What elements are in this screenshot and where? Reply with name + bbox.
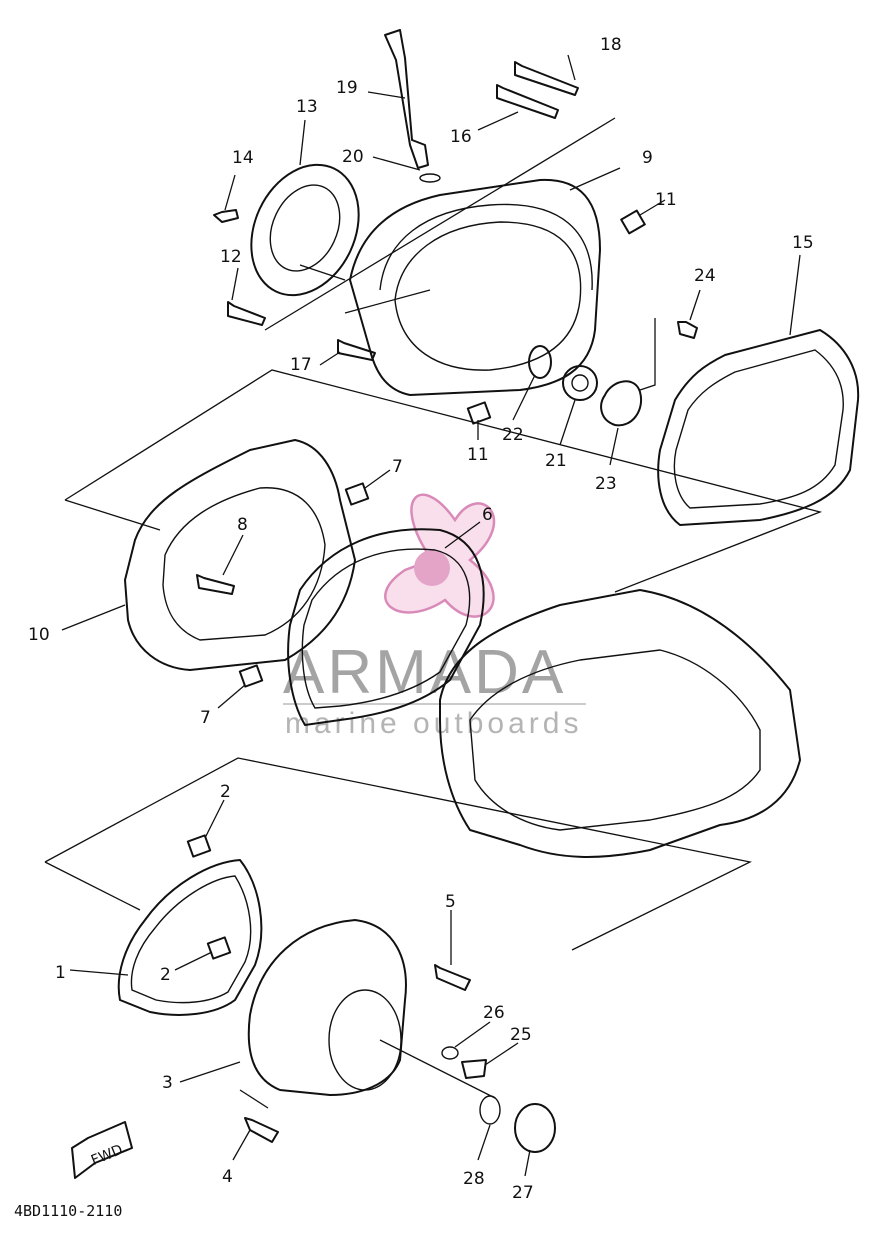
callout-24: 24	[694, 266, 716, 286]
callout-16: 16	[450, 127, 472, 147]
callout-2a: 2	[220, 782, 231, 802]
callout-7a: 7	[392, 457, 403, 477]
oring-part-20	[419, 173, 441, 183]
cover-part-3	[247, 919, 407, 1096]
bolt-part-14	[213, 209, 239, 223]
callouts: 1 2 2 3 4 5 6 7 7 8 9 10 11 11 12 13 14 …	[28, 35, 814, 1203]
dowel-part-7-bottom	[238, 664, 264, 688]
bolt-part-17	[337, 339, 376, 361]
group-outline-middle	[64, 369, 823, 593]
bolt-part-12	[227, 301, 266, 326]
plate-part-13-inner	[269, 184, 341, 272]
housing-part-10	[124, 439, 356, 671]
callout-6: 6	[482, 505, 493, 525]
watermark-tagline: marine outboards	[285, 707, 582, 740]
fwd-arrow-icon: FWD	[71, 1121, 133, 1179]
cover-part-3-dome	[328, 989, 402, 1091]
callout-8: 8	[237, 515, 248, 535]
callout-19: 19	[336, 78, 358, 98]
middle-assembly	[61, 369, 823, 726]
callout-7b: 7	[200, 708, 211, 728]
callout-22: 22	[502, 425, 524, 445]
seal-part-22	[528, 345, 552, 379]
callout-28: 28	[463, 1169, 485, 1189]
callout-11b: 11	[467, 445, 489, 465]
leaders-top	[224, 54, 801, 466]
callout-12: 12	[220, 247, 242, 267]
bearing-part-21-inner	[571, 374, 589, 392]
dipstick-part-19	[384, 29, 429, 169]
leaders-middle	[61, 469, 481, 709]
bolt-part-18	[514, 61, 579, 96]
callout-27: 27	[512, 1183, 534, 1203]
housing-part-10-inner	[162, 487, 326, 641]
gasket-part-1-inner	[130, 875, 252, 1004]
oring-part-26	[441, 1046, 459, 1060]
callout-21: 21	[545, 451, 567, 471]
callout-15: 15	[792, 233, 814, 253]
bolt-part-16	[496, 84, 559, 119]
watermark-hub-icon	[414, 550, 450, 586]
plate-part-13	[250, 163, 360, 297]
group-outline-top	[264, 117, 616, 331]
crankcase	[44, 589, 801, 951]
dowel-part-11-bottom	[466, 401, 492, 425]
callout-13: 13	[296, 97, 318, 117]
callout-3: 3	[162, 1073, 173, 1093]
group-outline-lower	[44, 757, 752, 951]
gasket-part-1	[117, 859, 263, 1016]
callout-9: 9	[642, 148, 653, 168]
gasket-part-6-inner	[301, 548, 471, 709]
top-assembly	[213, 29, 860, 526]
dowel-part-7-top	[344, 482, 370, 506]
dowel-part-2-top	[186, 834, 212, 858]
cover-part-9	[349, 178, 601, 396]
bolt-part-8	[196, 574, 235, 595]
callout-17: 17	[290, 355, 312, 375]
leaders-lower	[69, 799, 531, 1177]
callout-26: 26	[483, 1003, 505, 1023]
callout-1: 1	[55, 963, 66, 983]
watermark-brand: ARMADA	[283, 638, 566, 707]
fwd-label: FWD	[89, 1142, 125, 1169]
gasket-part-15	[657, 329, 860, 526]
gasket-part-6	[287, 528, 485, 726]
callout-18: 18	[600, 35, 622, 55]
callout-2b: 2	[160, 965, 171, 985]
callout-14: 14	[232, 148, 254, 168]
cap-part-27	[514, 1103, 556, 1153]
callout-4: 4	[222, 1167, 233, 1187]
crankcase-detail	[469, 649, 761, 831]
reference-code: 4BD1110-2110	[14, 1202, 122, 1220]
lower-assembly	[69, 799, 556, 1177]
oring-part-28	[479, 1095, 501, 1125]
plug-part-25	[461, 1059, 487, 1079]
plate-part-23	[600, 380, 643, 427]
callout-11a: 11	[655, 190, 677, 210]
dowel-part-11-top	[620, 209, 646, 235]
crankcase-body	[439, 589, 801, 858]
callout-20: 20	[342, 147, 364, 167]
dowel-part-2-lower	[206, 936, 232, 960]
callout-23: 23	[595, 474, 617, 494]
bolt-part-24	[677, 321, 698, 339]
callout-25: 25	[510, 1025, 532, 1045]
bolt-part-4	[244, 1117, 279, 1143]
callout-10: 10	[28, 625, 50, 645]
watermark-logo: ARMADA marine outboards	[283, 493, 586, 740]
bearing-part-21	[562, 365, 598, 401]
gasket-part-15-inner	[673, 349, 844, 509]
fwd-arrow-shape	[71, 1121, 133, 1179]
cover-part-9-inner	[394, 221, 582, 371]
cover-part-9-gasket-edge	[379, 203, 593, 291]
bolt-part-5	[434, 964, 471, 991]
callout-5: 5	[445, 892, 456, 912]
